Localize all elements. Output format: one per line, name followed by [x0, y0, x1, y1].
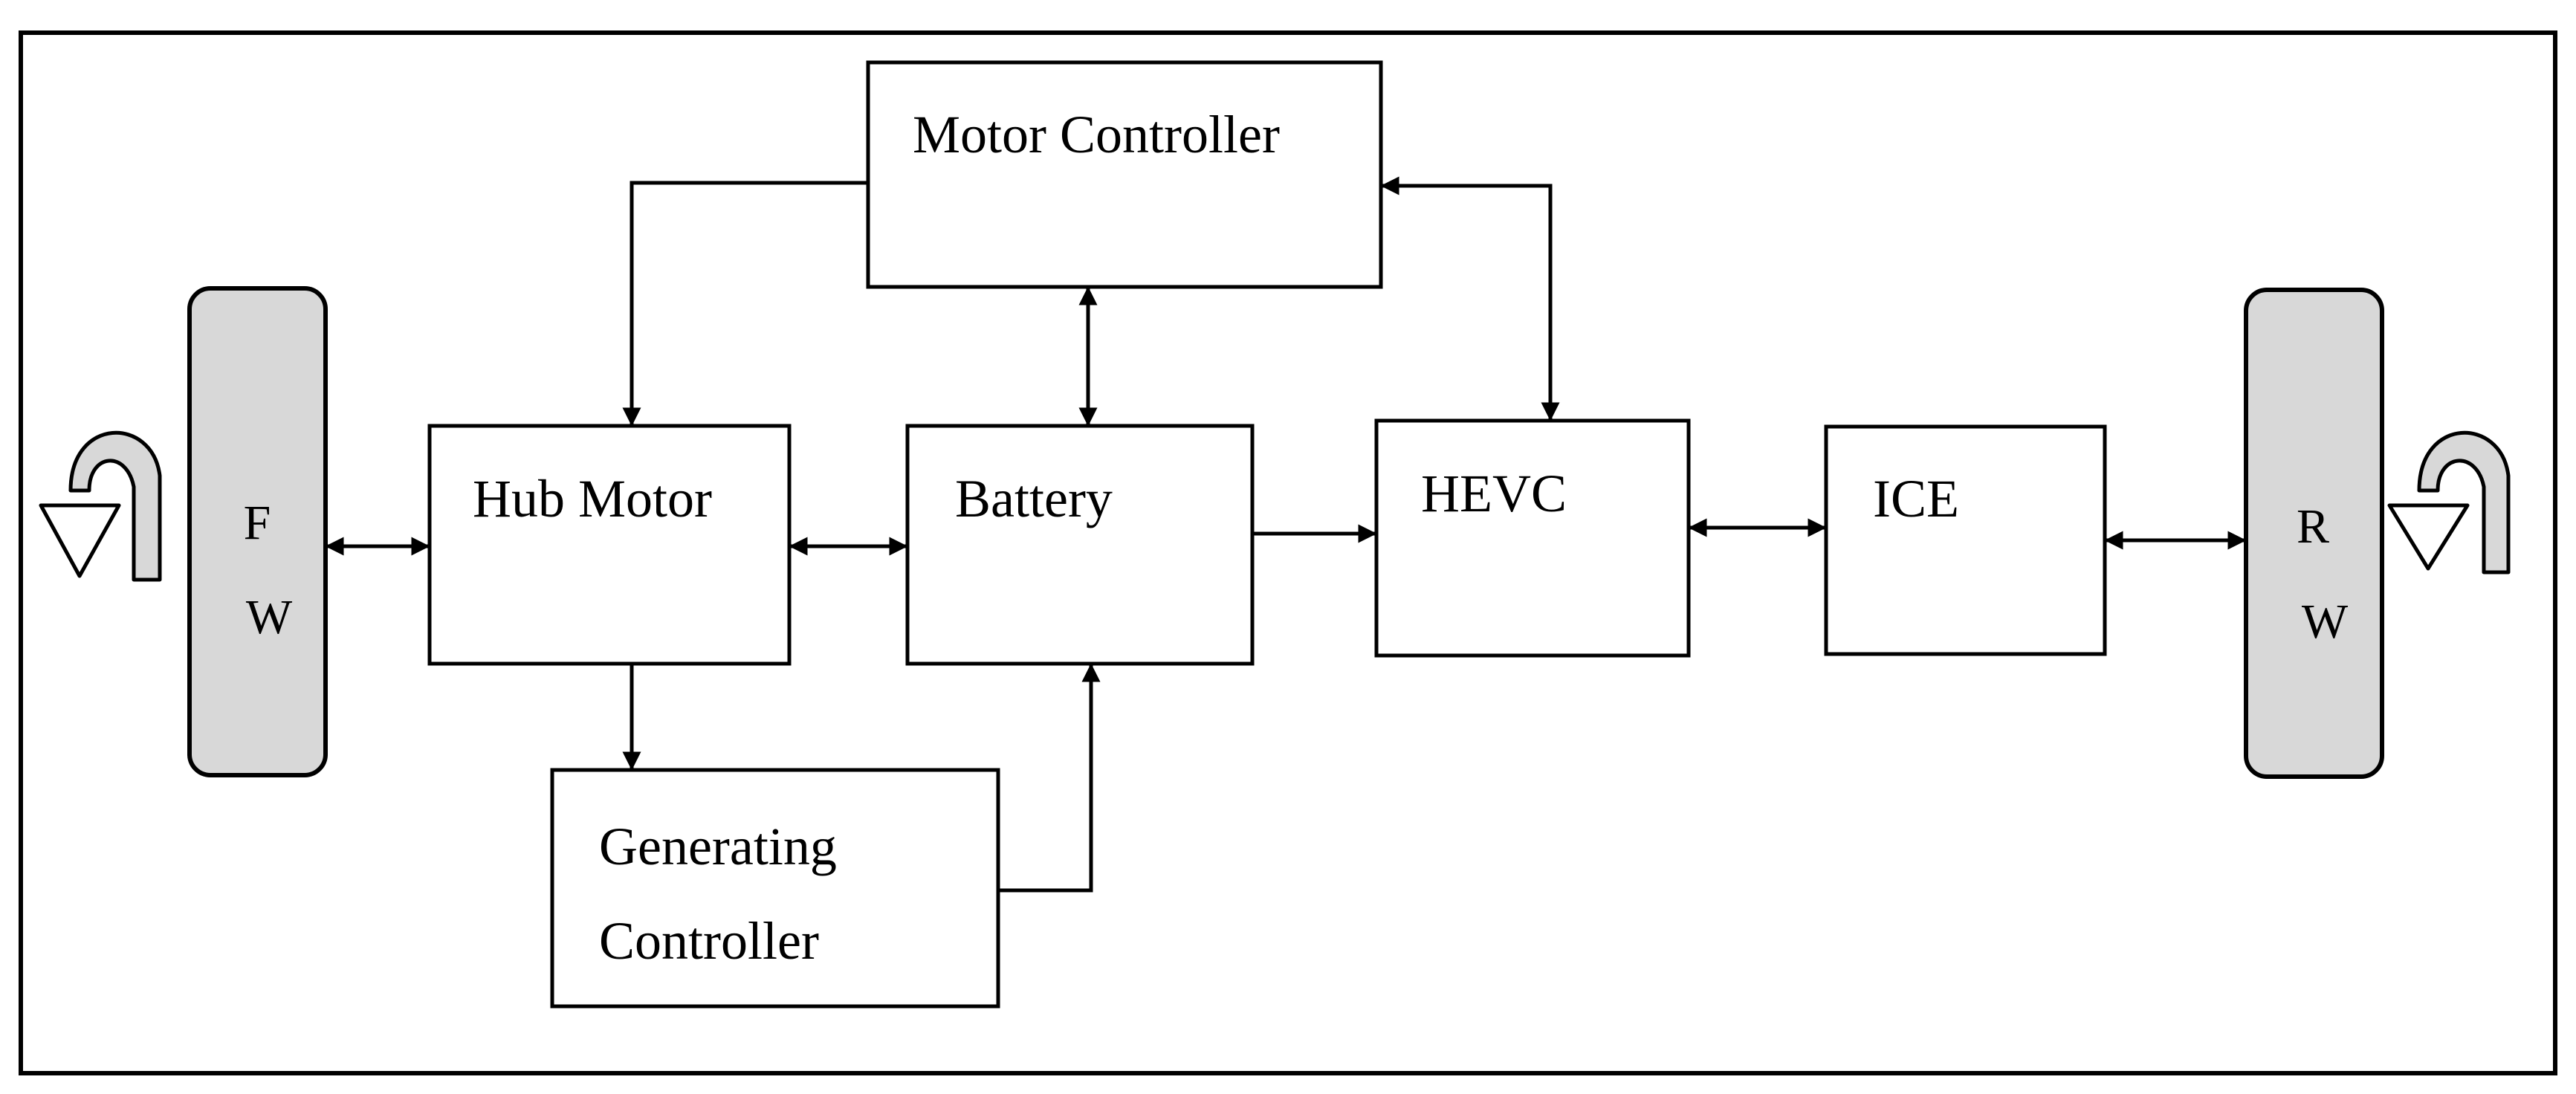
- hub-motor-label: Hub Motor: [473, 469, 712, 528]
- motor-controller-hub-motor-connector: [622, 181, 868, 427]
- hub-motor-block: Hub Motor: [427, 424, 792, 666]
- rear-rotation-arrow-icon: [2387, 430, 2511, 574]
- generating-controller-block: Generating Controller: [550, 768, 1000, 1009]
- rear-wheel: R W: [2244, 288, 2384, 779]
- generating-controller-battery-connector: [1000, 663, 1101, 893]
- outer-frame: [19, 30, 2557, 1075]
- generating-controller-label-line2: Controller: [599, 911, 819, 971]
- rear-wheel-label-line2: W: [2302, 595, 2349, 649]
- motor-controller-block: Motor Controller: [866, 60, 1383, 289]
- rear-wheel-label-line1: R: [2297, 499, 2329, 554]
- ice-label: ICE: [1873, 469, 1959, 528]
- generating-controller-label-line1: Generating: [599, 817, 837, 876]
- battery-block: Battery: [905, 424, 1255, 666]
- front-wheel-label-line2: W: [246, 590, 293, 644]
- front-wheel-label-line1: F: [244, 496, 271, 550]
- motor-controller-hevc-connector: [1380, 176, 1560, 421]
- hevc-block: HEVC: [1374, 418, 1691, 658]
- battery-label: Battery: [955, 469, 1113, 528]
- front-wheel: F W: [187, 286, 328, 777]
- front-rotation-arrow-icon: [39, 430, 162, 582]
- hevc-label: HEVC: [1421, 464, 1567, 523]
- ice-block: ICE: [1824, 424, 2107, 656]
- motor-controller-label: Motor Controller: [913, 105, 1280, 164]
